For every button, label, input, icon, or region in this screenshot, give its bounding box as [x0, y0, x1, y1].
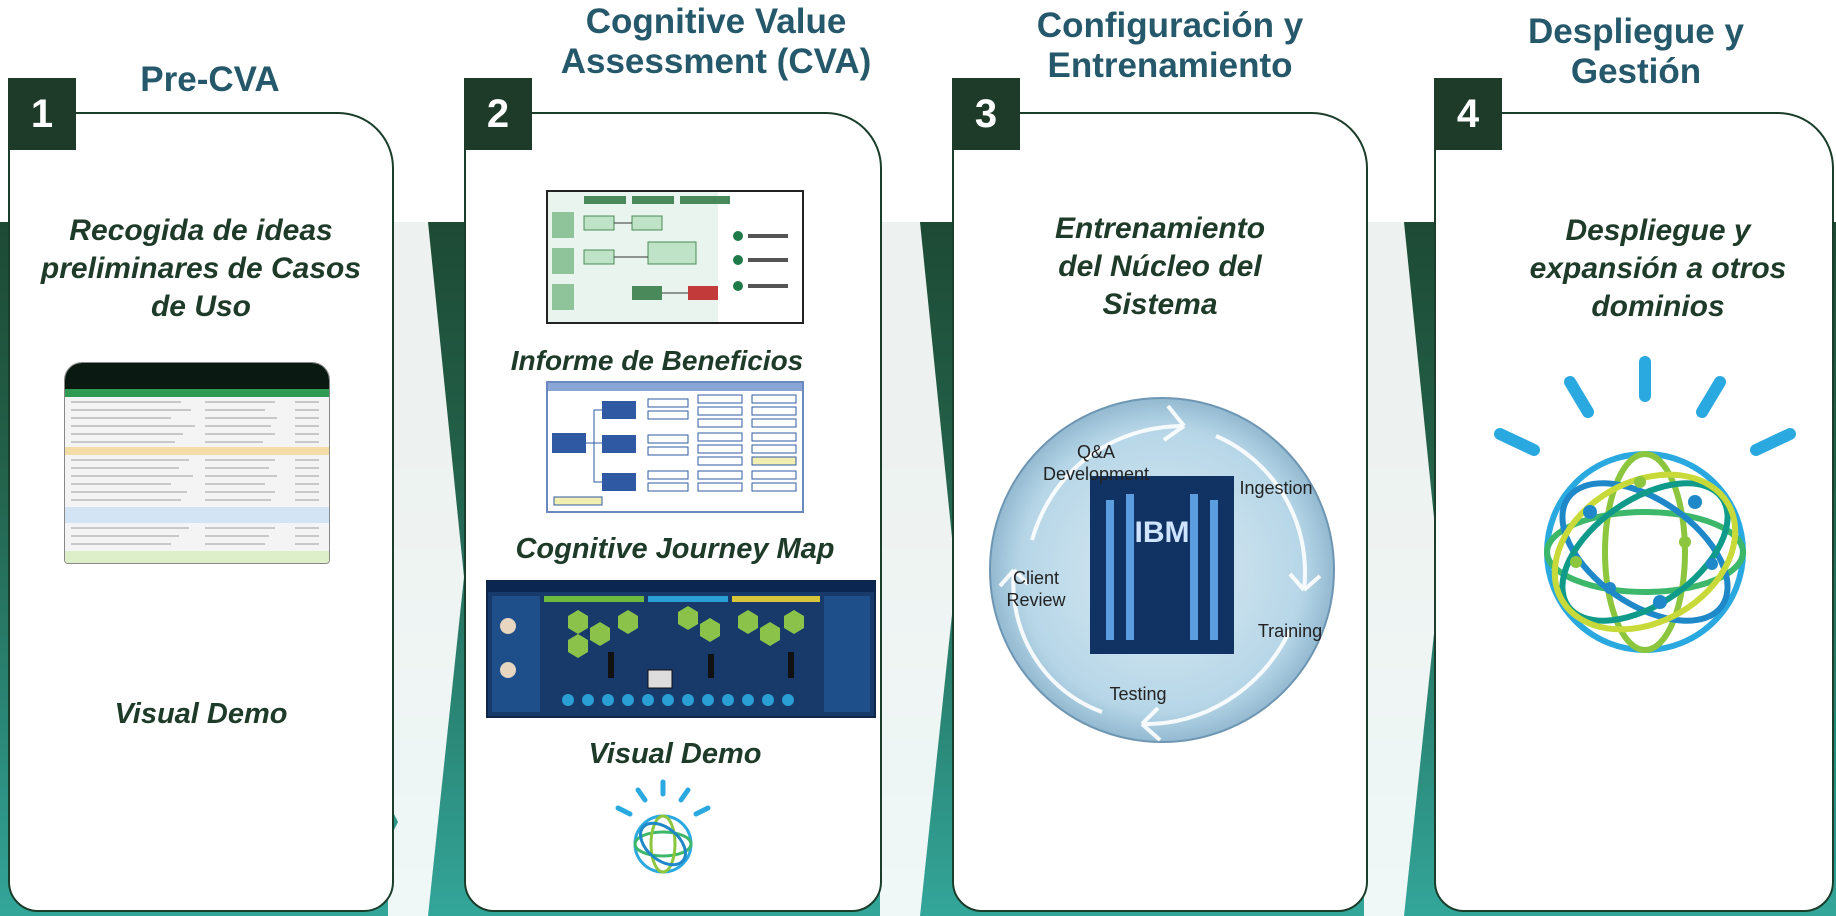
benefits-report-thumbnail [546, 381, 804, 513]
watson-globe-large-icon [1494, 356, 1796, 653]
phase-3-title: Configuración y Entrenamiento [1036, 6, 1304, 85]
chevron-arrow-3 [1364, 222, 1440, 916]
phase-1-badge: 1 [8, 78, 76, 150]
phase-1-visual-demo: Visual Demo [114, 698, 288, 730]
phase-3-badge: 3 [952, 78, 1020, 150]
journey-map-thumbnail [486, 580, 876, 718]
phase-1-title: Pre-CVA [140, 60, 280, 99]
chevron-arrow-1 [388, 222, 464, 916]
process-flow-thumbnail [546, 190, 804, 324]
cycle-step-testing: Testing [1109, 684, 1166, 704]
phase-2-visual-demo-label: Visual Demo [588, 738, 762, 770]
chevron-arrow-2 [880, 222, 956, 916]
phase-2-journey-map-label: Cognitive Journey Map [515, 533, 835, 565]
phase-4-title: Despliegue y Gestión [1528, 12, 1744, 91]
phase-2-benefits-report-label: Informe de Beneficios [510, 345, 804, 376]
phase-1-description: Recogida de ideas preliminares de Casos … [40, 214, 362, 323]
use-case-repository-spreadsheet [64, 362, 330, 564]
cycle-center-logo: IBM [1135, 516, 1190, 549]
phase-4-badge: 4 [1434, 78, 1502, 150]
phase-2-badge: 2 [464, 78, 532, 150]
watson-globe-icon [615, 779, 711, 874]
phase-3-description: Entrenamiento del Núcleo del Sistema [1054, 212, 1266, 321]
cycle-step-ingestion: Ingestion [1239, 478, 1312, 498]
cycle-step-training: Training [1258, 621, 1322, 641]
phase-4-description: Despliegue y expansión a otros dominios [1529, 214, 1787, 323]
phase-2-title: Cognitive Value Assessment (CVA) [560, 2, 872, 81]
